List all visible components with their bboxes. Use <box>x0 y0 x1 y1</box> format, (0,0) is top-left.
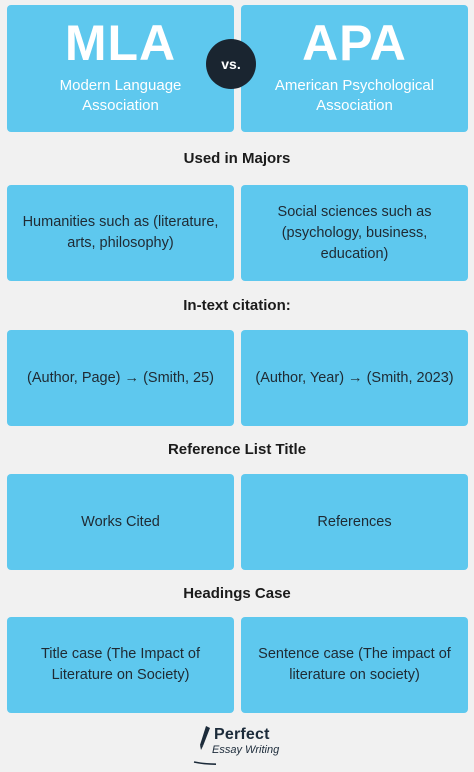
mla-majors-text: Humanities such as (literature, arts, ph… <box>22 214 219 251</box>
apa-reference-card: References <box>241 474 468 570</box>
mla-headings-card: Title case (The Impact of Literature on … <box>7 617 234 713</box>
apa-majors-text: Social sciences such as (psychology, bus… <box>277 203 432 262</box>
apa-citation-text: (Author, Year) → (Smith, 2023) <box>255 369 454 386</box>
logo-name: Perfect <box>214 726 270 743</box>
mla-citation-card: (Author, Page) → (Smith, 25) <box>7 330 234 426</box>
apa-citation-card: (Author, Year) → (Smith, 2023) <box>241 330 468 426</box>
mla-header-card: MLA Modern Language Association <box>7 5 234 132</box>
mla-full-name: Modern Language Association <box>59 76 182 114</box>
apa-headings-text: Sentence case (The impact of literature … <box>258 646 451 683</box>
mla-citation-text: (Author, Page) → (Smith, 25) <box>27 369 214 386</box>
mla-headings-text: Title case (The Impact of Literature on … <box>40 646 201 683</box>
mla-reference-text: Works Cited <box>81 513 160 530</box>
mla-reference-card: Works Cited <box>7 474 234 570</box>
mla-majors-card: Humanities such as (literature, arts, ph… <box>7 185 234 281</box>
section-title-citation: In-text citation: <box>183 297 291 314</box>
apa-abbreviation: APA <box>302 14 407 71</box>
mla-abbreviation: MLA <box>64 14 177 71</box>
pen-nib-icon <box>193 726 216 766</box>
section-title-headings: Headings Case <box>183 585 291 602</box>
apa-majors-card: Social sciences such as (psychology, bus… <box>241 185 468 281</box>
apa-header-card: APA American Psychological Association <box>241 5 468 132</box>
perfect-essay-writing-logo: Perfect Essay Writing <box>192 724 292 768</box>
vs-badge: vs. <box>206 39 256 89</box>
apa-reference-text: References <box>317 513 392 530</box>
logo-tagline: Essay Writing <box>212 744 280 756</box>
apa-headings-card: Sentence case (The impact of literature … <box>241 617 468 713</box>
apa-full-name: American Psychological Association <box>274 76 435 114</box>
section-title-majors: Used in Majors <box>183 150 291 167</box>
section-title-reference: Reference List Title <box>167 441 307 458</box>
